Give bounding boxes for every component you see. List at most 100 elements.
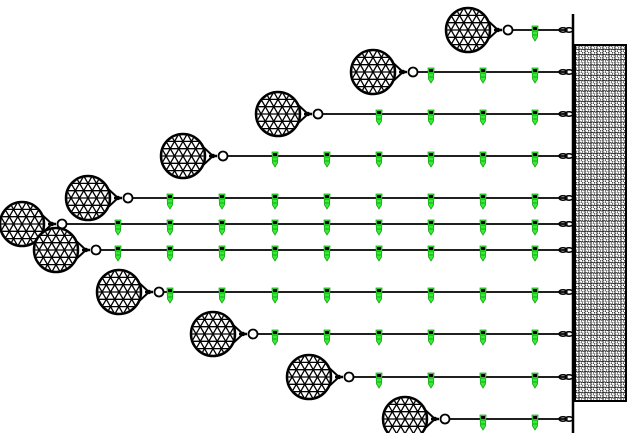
wall-anchor-icon [558,111,574,117]
green-sensor-icon [375,329,383,346]
wall-anchor-icon [558,416,574,422]
geodesic-float-icon [95,268,151,316]
green-sensor-icon [427,193,435,210]
green-sensor-icon [427,329,435,346]
green-sensor-icon [218,219,226,236]
green-sensor-icon [531,219,539,236]
green-sensor-icon [427,219,435,236]
green-sensor-icon [323,245,331,262]
green-sensor-icon [271,329,279,346]
green-sensor-icon [427,67,435,84]
green-sensor-icon [323,193,331,210]
geodesic-float-icon [64,174,120,222]
green-sensor-icon [531,109,539,126]
wall [571,14,627,433]
green-sensor-icon [375,245,383,262]
swivel-ring-icon [48,218,68,230]
green-sensor-icon [114,219,122,236]
green-sensor-icon [427,245,435,262]
wall-anchor-icon [558,331,574,337]
green-sensor-icon [375,372,383,389]
green-sensor-icon [271,151,279,168]
mooring-line [254,90,566,138]
geodesic-float-icon [285,353,341,401]
green-sensor-icon [323,287,331,304]
green-sensor-icon [531,25,539,42]
swivel-ring-icon [431,413,451,425]
green-sensor-icon [479,193,487,210]
green-sensor-icon [375,193,383,210]
green-sensor-icon [479,287,487,304]
green-sensor-icon [271,245,279,262]
wall-mesh-block [574,44,627,402]
green-sensor-icon [531,287,539,304]
geodesic-float-icon [32,226,88,274]
green-sensor-icon [479,329,487,346]
green-sensor-icon [531,193,539,210]
green-sensor-icon [479,414,487,431]
green-sensor-icon [271,219,279,236]
green-sensor-icon [323,219,331,236]
geodesic-float-icon [254,90,310,138]
green-sensor-icon [479,67,487,84]
wall-anchor-icon [558,247,574,253]
green-sensor-icon [375,219,383,236]
swivel-ring-icon [114,192,134,204]
mooring-line [32,226,566,274]
geodesic-float-icon [189,310,245,358]
green-sensor-icon [531,414,539,431]
geodesic-float-icon [444,6,500,54]
wall-anchor-icon [558,27,574,33]
green-sensor-icon [531,151,539,168]
swivel-ring-icon [335,371,355,383]
green-sensor-icon [427,151,435,168]
green-sensor-icon [218,287,226,304]
green-sensor-icon [114,245,122,262]
green-sensor-icon [166,219,174,236]
wall-anchor-icon [558,221,574,227]
mooring-line [381,395,566,433]
wall-anchor-icon [558,69,574,75]
swivel-ring-icon [145,286,165,298]
green-sensor-icon [166,287,174,304]
green-sensor-icon [271,287,279,304]
wall-anchor-icon [558,195,574,201]
green-sensor-icon [323,151,331,168]
wall-anchor-icon [558,289,574,295]
green-sensor-icon [427,109,435,126]
wall-anchor-icon [558,153,574,159]
geodesic-float-icon [381,395,437,433]
geodesic-float-icon [349,48,405,96]
line-group [0,6,574,433]
green-sensor-icon [427,372,435,389]
green-sensor-icon [375,109,383,126]
green-sensor-icon [218,193,226,210]
green-sensor-icon [479,219,487,236]
green-sensor-icon [479,245,487,262]
mooring-line [159,132,566,180]
green-sensor-icon [479,372,487,389]
green-sensor-icon [323,329,331,346]
mooring-line [349,48,566,96]
green-sensor-icon [218,245,226,262]
green-sensor-icon [531,245,539,262]
green-sensor-icon [271,193,279,210]
green-sensor-icon [479,109,487,126]
geodesic-float-icon [159,132,215,180]
swivel-ring-icon [304,108,324,120]
mooring-line [189,310,566,358]
swivel-ring-icon [82,244,102,256]
swivel-ring-icon [494,24,514,36]
mooring-line [64,174,566,222]
wall-anchor-icon [558,374,574,380]
green-sensor-icon [531,67,539,84]
mooring-line [95,268,566,316]
green-sensor-icon [531,372,539,389]
swivel-ring-icon [239,328,259,340]
mooring-line [444,6,566,54]
green-sensor-icon [166,245,174,262]
green-sensor-icon [166,193,174,210]
green-sensor-icon [531,329,539,346]
green-sensor-icon [375,151,383,168]
